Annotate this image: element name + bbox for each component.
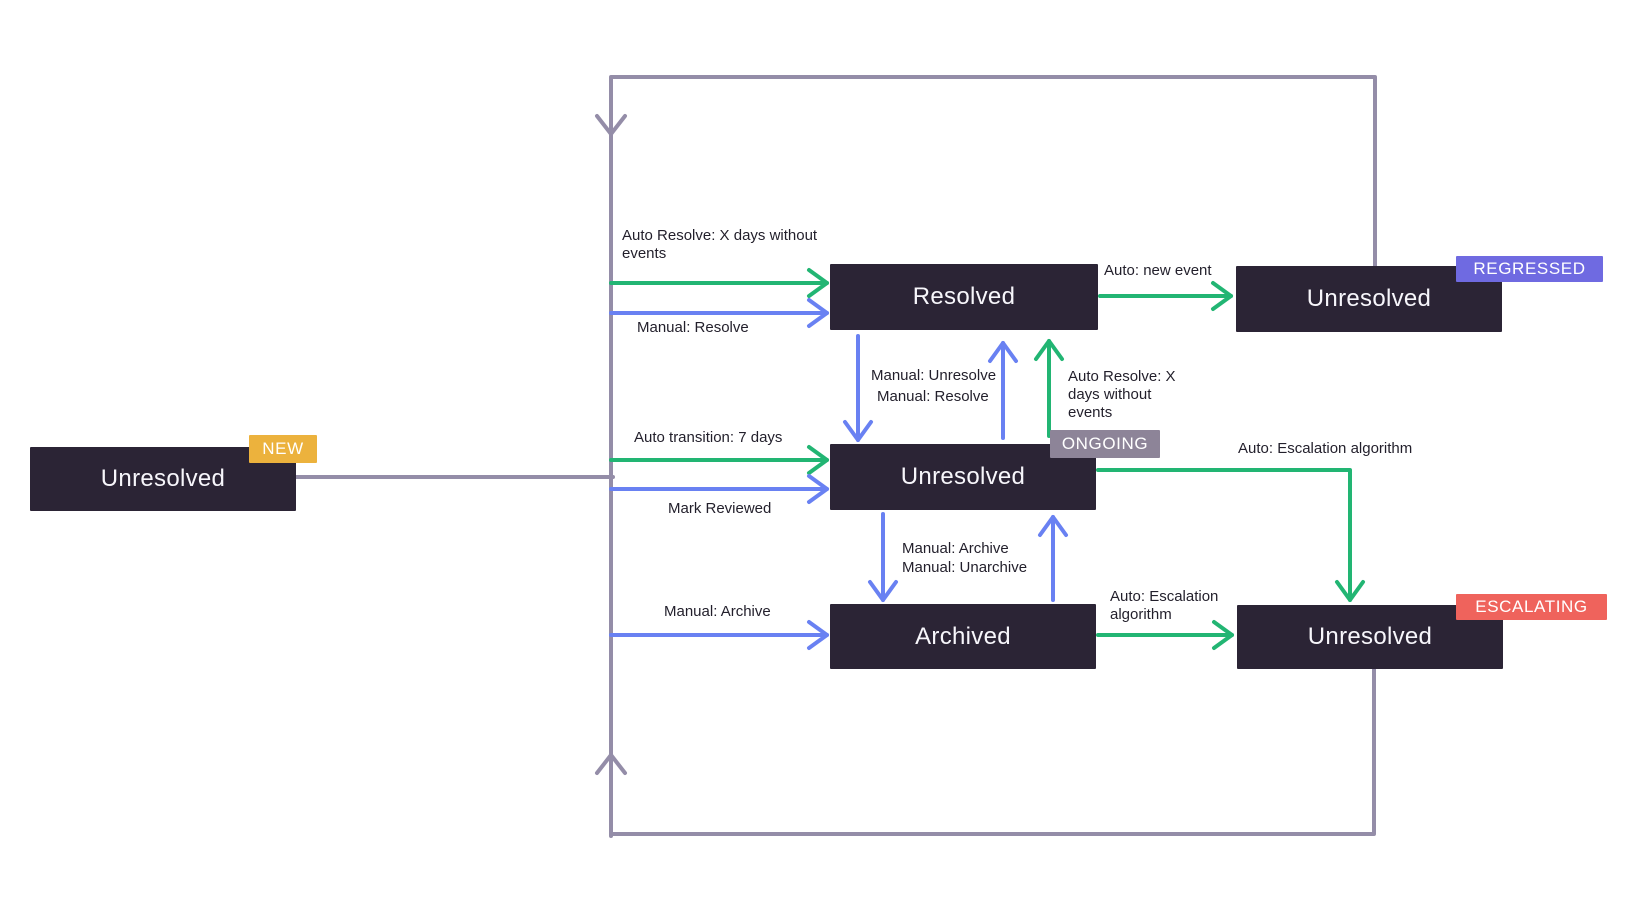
edge-label-manual-archive-left: Manual: Archive	[664, 603, 771, 620]
manual-edges	[609, 298, 1068, 650]
edge-line	[1096, 468, 1352, 602]
status-badge-new: NEW	[249, 435, 317, 463]
edge-auto-resolve-to-resolved	[609, 268, 829, 298]
arrowhead-right-icon	[1212, 620, 1234, 650]
state-label: Archived	[915, 622, 1011, 650]
arrowhead-up-icon	[1034, 339, 1064, 361]
edge-label-manual-unresolve: Manual: Unresolve	[871, 367, 997, 384]
status-badge-escalating: ESCALATING	[1456, 594, 1607, 620]
edge-auto-new-event	[1098, 281, 1233, 311]
edge-label-auto-escalation-from-archived: Auto: Escalation algorithm	[1110, 588, 1219, 623]
edge-label-manual-archive-down: Manual: Archive	[902, 540, 1009, 557]
edge-label-auto-resolve-from-ongoing: Auto Resolve: X days without events	[1068, 368, 1176, 421]
edge-label-mark-reviewed: Mark Reviewed	[668, 500, 772, 517]
loop-arrowhead-up-icon	[595, 753, 627, 775]
edge-auto-escalation-from-archived	[1096, 620, 1234, 650]
loop-edge	[294, 75, 1377, 838]
status-badge-regressed: REGRESSED	[1456, 256, 1603, 282]
edge-auto-resolve-from-ongoing	[1034, 339, 1064, 438]
edge-manual-resolve-to-resolved	[609, 298, 829, 328]
edge-label-auto-transition: Auto transition: 7 days	[634, 429, 783, 446]
edge-manual-unresolve	[843, 334, 873, 442]
edge-mark-reviewed	[609, 474, 829, 504]
arrowhead-right-icon	[807, 268, 829, 298]
edge-label-auto-escalation-from-ongoing: Auto: Escalation algorithm	[1238, 440, 1413, 457]
edge-label-archive-unarchive: Manual: Archive Manual: Unarchive	[902, 540, 1027, 578]
state-label: Unresolved	[1306, 285, 1432, 312]
state-label: Unresolved	[900, 463, 1026, 490]
arrowhead-down-icon	[868, 580, 898, 602]
edge-auto-escalation-from-ongoing	[1096, 468, 1365, 602]
arrowhead-right-icon	[807, 298, 829, 328]
status-badge-ongoing: ONGOING	[1050, 430, 1160, 458]
arrowhead-up-icon	[1038, 515, 1068, 537]
arrowhead-right-icon	[1211, 281, 1233, 311]
edge-manual-resolve-up	[988, 341, 1018, 440]
loop-arrowhead-down-icon	[595, 114, 627, 136]
state-label: Unresolved	[1307, 623, 1433, 650]
edge-label-manual-unarchive: Manual: Unarchive	[902, 559, 1028, 576]
arrowhead-up-icon	[988, 341, 1018, 363]
state-label: Unresolved	[100, 465, 226, 492]
arrowhead-down-icon	[1335, 580, 1365, 602]
edge-label-manual-resolve-up: Manual: Resolve	[877, 388, 989, 405]
state-node-resolved: Resolved	[830, 264, 1098, 330]
edge-manual-unarchive	[1038, 515, 1068, 602]
state-label: Resolved	[912, 283, 1016, 310]
auto-edges	[609, 268, 1365, 650]
edge-label-manual-resolve-to-resolved: Manual: Resolve	[637, 319, 749, 336]
arrowhead-right-icon	[807, 445, 829, 475]
edge-manual-archive-down	[868, 512, 898, 602]
arrowhead-right-icon	[807, 620, 829, 650]
edge-auto-transition	[609, 445, 829, 475]
edge-label-auto-resolve-to-resolved: Auto Resolve: X days without events	[622, 227, 818, 262]
arrowhead-right-icon	[807, 474, 829, 504]
edge-manual-archive-left	[609, 620, 829, 650]
state-node-archived: Archived	[830, 604, 1096, 669]
arrowhead-down-icon	[843, 420, 873, 442]
loop-top-line	[609, 75, 1377, 838]
loop-bottom-line	[609, 665, 1376, 836]
edge-label-auto-new-event: Auto: new event	[1104, 262, 1212, 279]
